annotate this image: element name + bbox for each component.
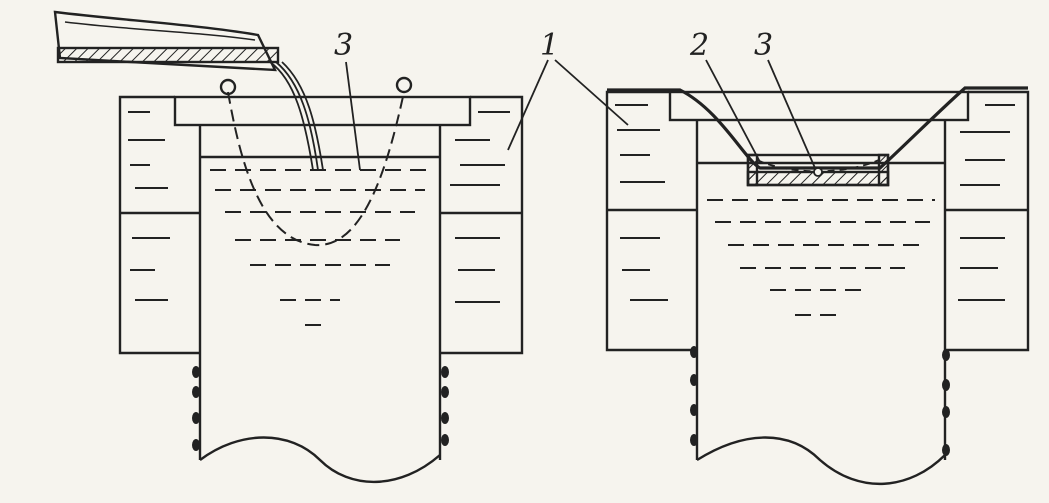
right-top-plate (668, 90, 970, 122)
right-water-drops (690, 346, 950, 456)
left-suspended-basket (219, 76, 413, 247)
right-ring-icon (395, 76, 413, 94)
callout-1: 1 (540, 28, 559, 63)
right-melt-dashes (707, 199, 935, 316)
right-mould-column (695, 120, 947, 486)
right-jacket-liquid (615, 104, 1015, 301)
right-leader-2 (705, 59, 761, 163)
left-water-drops (192, 366, 449, 451)
left-top-plate (173, 95, 472, 127)
left-jacket-liquid (128, 111, 510, 303)
left-melt-dashes (210, 169, 430, 326)
pouring-launder (53, 10, 280, 72)
left-water-jacket (118, 95, 524, 355)
right-water-jacket (605, 90, 1030, 352)
right-callout-2: 2 (689, 28, 709, 63)
right-callout-3: 3 (754, 28, 773, 63)
left-ring-icon (219, 78, 237, 96)
molten-stream (269, 61, 324, 171)
right-diagram (605, 59, 1030, 486)
left-diagram (53, 10, 524, 484)
left-mould-column (198, 125, 442, 484)
left-leader-3 (345, 61, 361, 171)
left-callout-3: 3 (334, 28, 353, 63)
callout-1-leaders (507, 59, 629, 151)
right-distributor-box (746, 153, 890, 187)
right-leader-3 (767, 59, 816, 169)
